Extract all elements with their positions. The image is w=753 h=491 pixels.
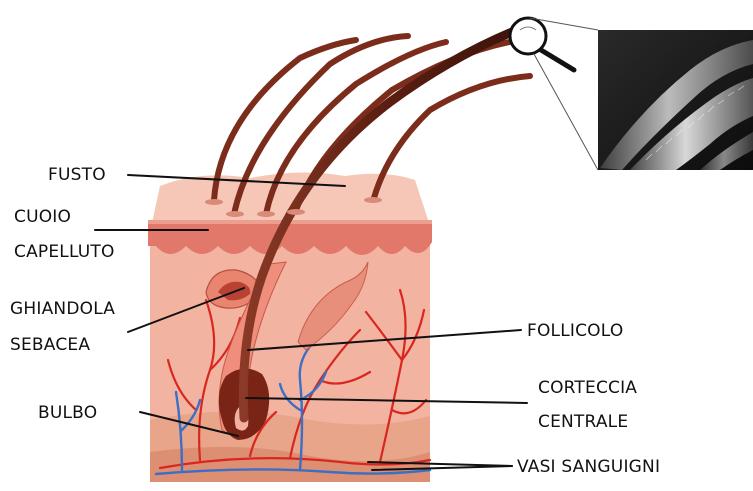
label-sebacea: SEBACEA xyxy=(10,334,90,357)
label-vasi-sanguigni: VASI SANGUIGNI xyxy=(517,456,660,479)
label-fusto: FUSTO xyxy=(48,164,106,187)
magnifier-icon xyxy=(510,18,574,70)
label-corteccia: CORTECCIA xyxy=(538,377,637,400)
hair-micrograph xyxy=(598,30,753,170)
label-centrale: CENTRALE xyxy=(538,411,628,434)
label-capelluto: CAPELLUTO xyxy=(14,241,115,264)
label-cuoio: CUOIO xyxy=(14,206,71,229)
label-follicolo: FOLLICOLO xyxy=(527,320,623,343)
zoom-line-bottom xyxy=(534,54,598,170)
label-ghiandola: GHIANDOLA xyxy=(10,298,115,321)
label-bulbo: BULBO xyxy=(38,402,97,425)
